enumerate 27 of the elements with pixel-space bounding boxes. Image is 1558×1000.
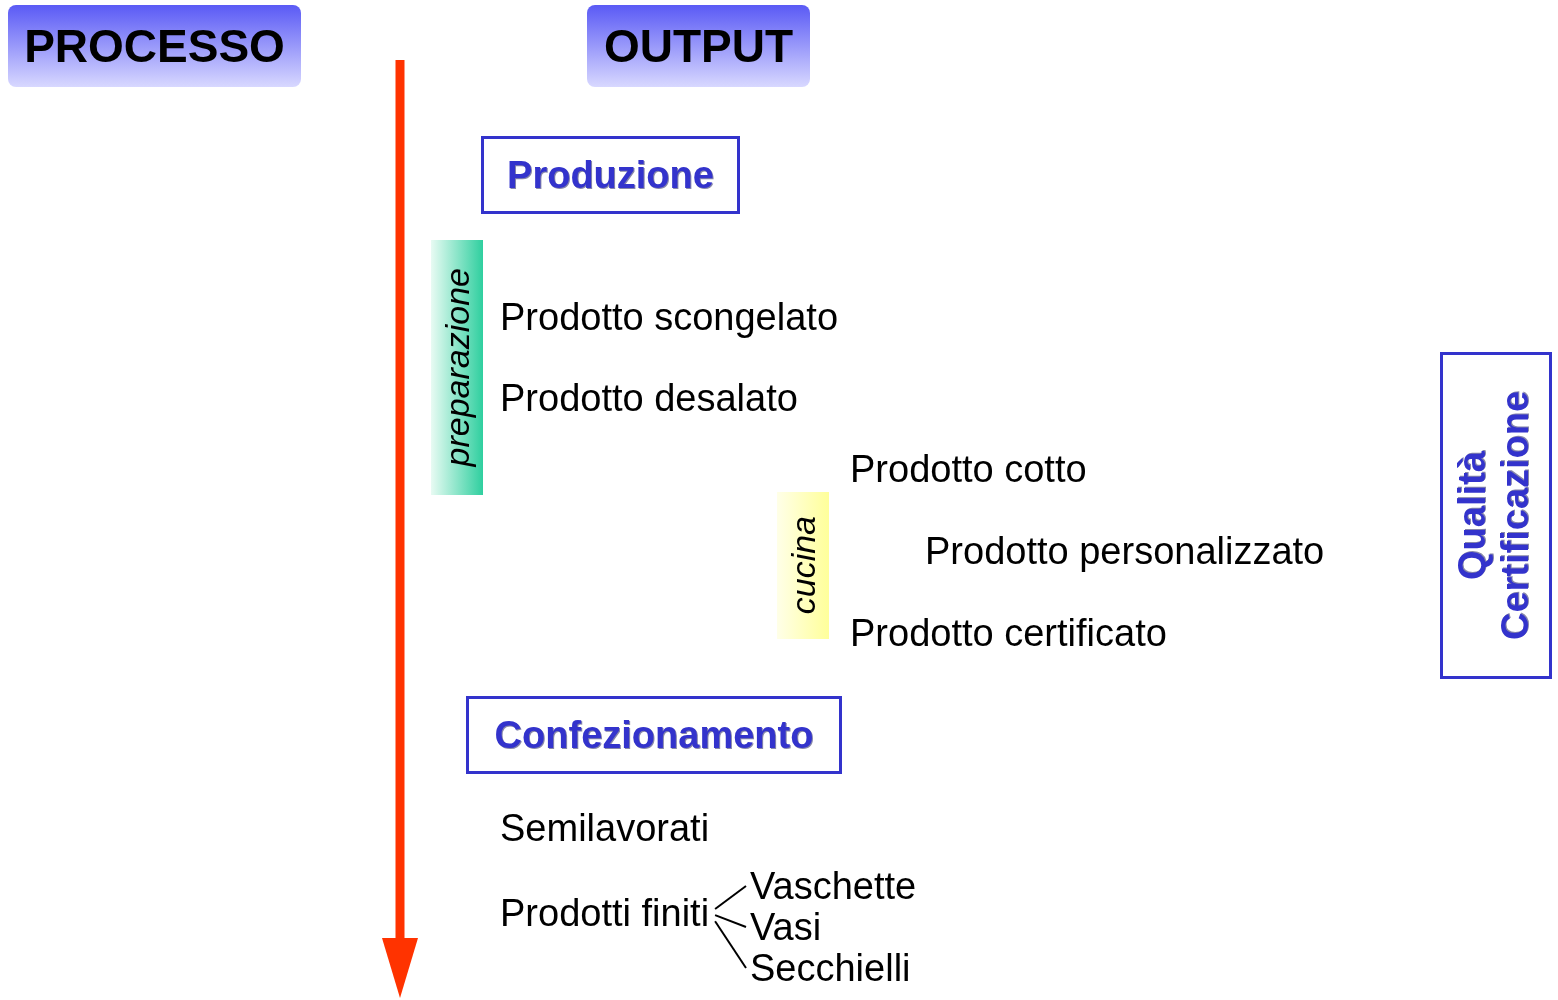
branch-line bbox=[714, 920, 747, 969]
branch-line bbox=[714, 914, 747, 928]
header-tab bbox=[8, 5, 301, 87]
output-label: Prodotto cotto bbox=[850, 448, 1087, 491]
output-label: Prodotto scongelato bbox=[500, 296, 838, 339]
item-text: Vaschette bbox=[750, 864, 917, 908]
header-tab bbox=[587, 5, 810, 87]
item-text: Secchielli bbox=[750, 946, 911, 990]
phase-band bbox=[431, 240, 483, 495]
phase-band bbox=[777, 492, 829, 639]
item-text: Vasi bbox=[750, 905, 822, 949]
phase-text: preparazione bbox=[437, 268, 477, 467]
header-text: OUTPUT bbox=[603, 19, 794, 73]
quality-box bbox=[1440, 352, 1552, 679]
output-label: Prodotto personalizzato bbox=[925, 530, 1325, 573]
output-label: Semilavorati bbox=[500, 807, 710, 850]
section-title: Confezionamento bbox=[494, 713, 814, 757]
output-label: Prodotto certificato bbox=[850, 612, 1167, 655]
section-box bbox=[466, 696, 842, 774]
section-title: Produzione bbox=[507, 153, 714, 197]
branch-line bbox=[714, 885, 747, 910]
phase-text: cucina bbox=[783, 516, 823, 615]
section-box bbox=[481, 136, 740, 214]
header-text: PROCESSO bbox=[24, 19, 285, 73]
item-text: Prodotti finiti bbox=[500, 891, 710, 935]
output-label: Prodotto desalato bbox=[500, 377, 798, 420]
quality-title: Qualità Certificazione bbox=[1451, 389, 1537, 643]
